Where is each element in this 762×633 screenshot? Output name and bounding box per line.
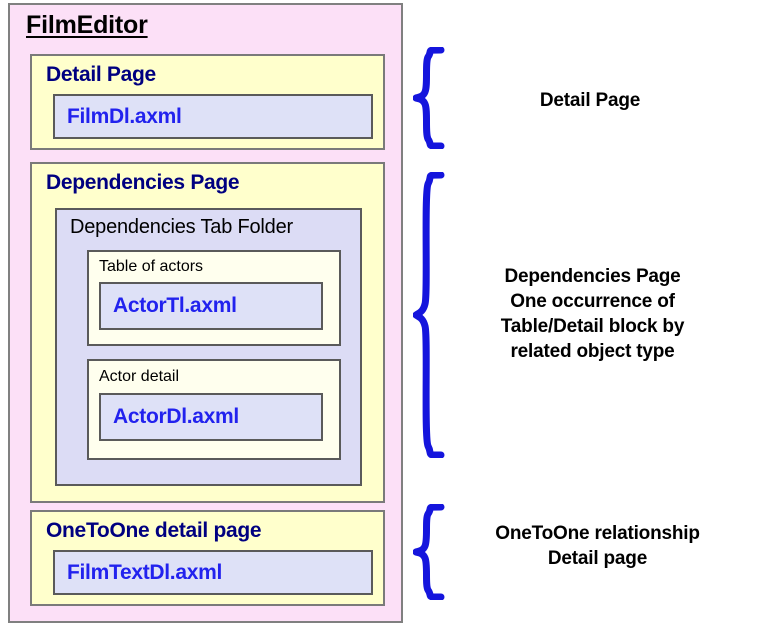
brace-detail-page [413,47,453,149]
annotation-dependencies-page: Dependencies Page One occurrence of Tabl… [455,264,730,364]
file-label-film-text-dl: FilmTextDl.axml [67,561,222,584]
page-title-detail-page: Detail Page [46,63,156,86]
sub-title-table-of-actors: Table of actors [99,258,204,275]
sub-title-actor-detail: Actor detail [99,368,180,385]
annotation-line: related object type [510,341,675,363]
annotation-line: One occurrence of [510,291,675,313]
dependencies-tab-folder[interactable]: Dependencies Tab Folder Table of actors … [55,208,362,486]
tab-folder-title: Dependencies Tab Folder [70,216,293,238]
page-title-dependencies-page: Dependencies Page [46,171,240,194]
annotation-line: Dependencies Page [504,266,681,287]
film-editor-container: FilmEditor Detail Page FilmDl.axml Depen… [8,3,403,623]
page-block-dependencies-page[interactable]: Dependencies Page Dependencies Tab Folde… [30,162,385,503]
brace-onetoone [413,504,453,600]
file-box-actor-dl[interactable]: ActorDl.axml [99,393,323,441]
annotation-line: OneToOne relationship [495,523,700,544]
file-box-actor-tl[interactable]: ActorTl.axml [99,282,323,330]
file-label-actor-dl: ActorDl.axml [113,405,239,428]
sub-block-table-of-actors[interactable]: Table of actors ActorTl.axml [87,250,341,346]
annotation-line: Table/Detail block by [500,316,685,338]
page-block-onetoone-detail-page[interactable]: OneToOne detail page FilmTextDl.axml [30,510,385,606]
file-box-film-text-dl[interactable]: FilmTextDl.axml [53,550,373,595]
file-box-film-dl[interactable]: FilmDl.axml [53,94,373,139]
annotation-detail-page: Detail Page [470,88,710,113]
editor-title: FilmEditor [26,11,148,39]
annotation-line: Detail page [547,548,648,570]
page-title-onetoone-detail-page: OneToOne detail page [46,519,262,542]
annotation-onetoone: OneToOne relationship Detail page [455,521,740,571]
file-label-film-dl: FilmDl.axml [67,105,182,128]
brace-dependencies-page [413,172,453,458]
annotation-line: Detail Page [539,90,641,111]
sub-block-actor-detail[interactable]: Actor detail ActorDl.axml [87,359,341,460]
file-label-actor-tl: ActorTl.axml [113,294,237,317]
page-block-detail-page[interactable]: Detail Page FilmDl.axml [30,54,385,150]
